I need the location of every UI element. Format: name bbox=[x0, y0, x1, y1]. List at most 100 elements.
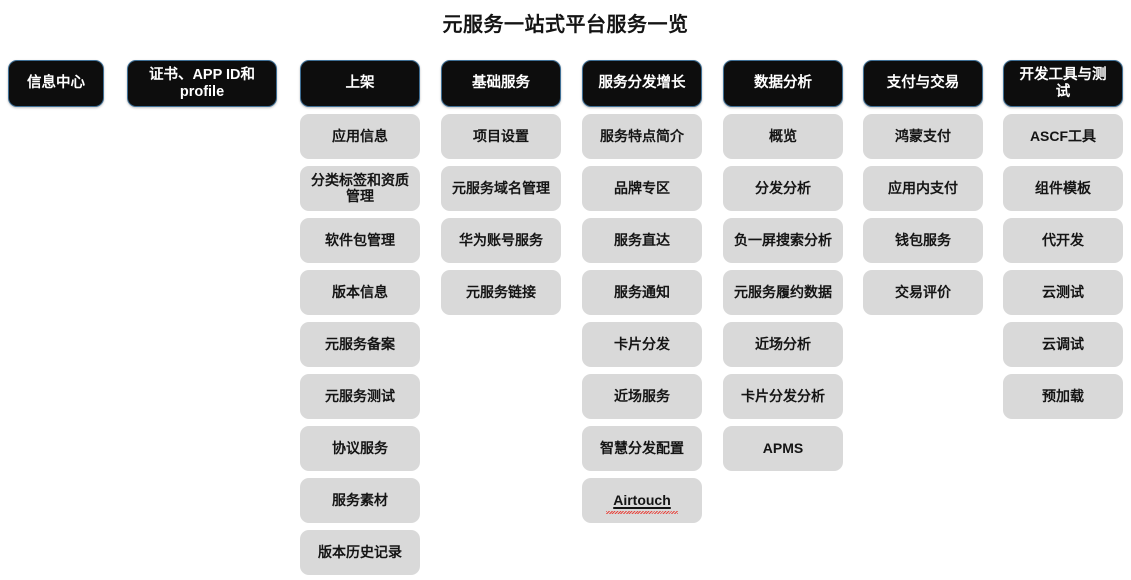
category-column: 开发工具与测试 ASCF工具组件模板代开发云测试云调试预加载 bbox=[1003, 60, 1123, 419]
service-item[interactable]: 版本信息 bbox=[300, 270, 420, 315]
category-header-label: 上架 bbox=[345, 75, 375, 92]
service-item[interactable]: 元服务链接 bbox=[441, 270, 561, 315]
service-item[interactable]: 元服务履约数据 bbox=[723, 270, 843, 315]
service-item-label: 元服务测试 bbox=[325, 387, 395, 404]
category-header-label: 数据分析 bbox=[754, 75, 812, 92]
service-item-label: 云调试 bbox=[1042, 335, 1084, 352]
service-item[interactable]: 分类标签和资质管理 bbox=[300, 166, 420, 211]
service-item-label: 服务素材 bbox=[332, 491, 388, 508]
category-column: 支付与交易鸿蒙支付应用内支付钱包服务交易评价 bbox=[863, 60, 983, 315]
service-item[interactable]: 服务素材 bbox=[300, 478, 420, 523]
service-item-label: 应用信息 bbox=[332, 127, 388, 144]
header-line: 试 bbox=[1055, 83, 1071, 100]
service-item[interactable]: 协议服务 bbox=[300, 426, 420, 471]
category-header-4[interactable]: 基础服务 bbox=[441, 60, 561, 107]
service-item[interactable]: 组件模板 bbox=[1003, 166, 1123, 211]
service-item-label: 元服务履约数据 bbox=[734, 283, 832, 300]
service-item-label: 钱包服务 bbox=[895, 231, 951, 248]
service-item[interactable]: 预加载 bbox=[1003, 374, 1123, 419]
category-header-label: 服务分发增长 bbox=[598, 75, 686, 92]
service-item[interactable]: 负一屏搜索分析 bbox=[723, 218, 843, 263]
category-header-5[interactable]: 服务分发增长 bbox=[582, 60, 702, 107]
service-item[interactable]: ASCF工具 bbox=[1003, 114, 1123, 159]
service-item-label: 负一屏搜索分析 bbox=[734, 231, 832, 248]
service-item-label: Airtouch bbox=[587, 492, 697, 509]
category-header-6[interactable]: 数据分析 bbox=[723, 60, 843, 107]
service-item-label: 版本信息 bbox=[332, 283, 388, 300]
service-item-label: 元服务域名管理 bbox=[452, 179, 550, 196]
service-item[interactable]: 代开发 bbox=[1003, 218, 1123, 263]
service-item-label: 近场服务 bbox=[614, 387, 670, 404]
service-item[interactable]: 华为账号服务 bbox=[441, 218, 561, 263]
service-item-label: 协议服务 bbox=[332, 439, 388, 456]
service-item[interactable]: 版本历史记录 bbox=[300, 530, 420, 575]
category-column: 服务分发增长服务特点简介品牌专区服务直达服务通知卡片分发近场服务智慧分发配置 Ai… bbox=[582, 60, 702, 523]
service-item-label: 组件模板 bbox=[1035, 179, 1091, 196]
service-item-label: 概览 bbox=[769, 127, 797, 144]
service-item-label: 交易评价 bbox=[895, 283, 951, 300]
service-item[interactable]: 智慧分发配置 bbox=[582, 426, 702, 471]
service-item[interactable]: 卡片分发 bbox=[582, 322, 702, 367]
service-item-label: 分类标签和资质管理 bbox=[311, 171, 409, 204]
service-item-label: 服务特点简介 bbox=[600, 127, 684, 144]
service-item[interactable]: 卡片分发分析 bbox=[723, 374, 843, 419]
category-column: 数据分析概览分发分析负一屏搜索分析元服务履约数据近场分析卡片分发分析 APMS bbox=[723, 60, 843, 471]
service-item-label: 元服务链接 bbox=[466, 283, 536, 300]
service-item-label: 卡片分发 bbox=[614, 335, 670, 352]
service-item[interactable]: 鸿蒙支付 bbox=[863, 114, 983, 159]
service-item-label: 品牌专区 bbox=[614, 179, 670, 196]
service-item-label: 项目设置 bbox=[473, 127, 529, 144]
service-item[interactable]: 交易评价 bbox=[863, 270, 983, 315]
service-item-label: 卡片分发分析 bbox=[741, 387, 825, 404]
service-item[interactable]: 云测试 bbox=[1003, 270, 1123, 315]
service-item-label: 预加载 bbox=[1042, 387, 1084, 404]
service-item[interactable]: 近场分析 bbox=[723, 322, 843, 367]
service-item-label: 华为账号服务 bbox=[459, 231, 543, 248]
category-header-label: 开发工具与测试 bbox=[1008, 67, 1118, 99]
category-column: 信息中心 bbox=[8, 60, 104, 107]
service-item[interactable]: 品牌专区 bbox=[582, 166, 702, 211]
category-header-label: 信息中心 bbox=[27, 75, 85, 92]
service-item-label: 分发分析 bbox=[755, 179, 811, 196]
service-item[interactable]: 近场服务 bbox=[582, 374, 702, 419]
category-column: 上架应用信息分类标签和资质管理软件包管理版本信息元服务备案元服务测试协议服务服务… bbox=[300, 60, 420, 575]
service-item[interactable]: Airtouch bbox=[582, 478, 702, 523]
service-item-label: 云测试 bbox=[1042, 283, 1084, 300]
header-line: profile bbox=[179, 83, 225, 100]
service-item[interactable]: 元服务测试 bbox=[300, 374, 420, 419]
category-header-3[interactable]: 上架 bbox=[300, 60, 420, 107]
category-header-1[interactable]: 信息中心 bbox=[8, 60, 104, 107]
service-item[interactable]: 云调试 bbox=[1003, 322, 1123, 367]
category-header-label: 支付与交易 bbox=[886, 75, 960, 92]
service-item[interactable]: 服务特点简介 bbox=[582, 114, 702, 159]
category-header-7[interactable]: 支付与交易 bbox=[863, 60, 983, 107]
service-item-label: 近场分析 bbox=[755, 335, 811, 352]
service-item[interactable]: 服务直达 bbox=[582, 218, 702, 263]
service-item-label: 鸿蒙支付 bbox=[895, 127, 951, 144]
service-item-label: 软件包管理 bbox=[325, 231, 395, 248]
category-header-8[interactable]: 开发工具与测试 bbox=[1003, 60, 1123, 107]
service-item[interactable]: 钱包服务 bbox=[863, 218, 983, 263]
service-item[interactable]: 分发分析 bbox=[723, 166, 843, 211]
service-item-label: APMS bbox=[762, 439, 804, 456]
category-header-label: 基础服务 bbox=[472, 75, 530, 92]
service-item-label: 服务直达 bbox=[614, 231, 670, 248]
service-item-label: 应用内支付 bbox=[888, 179, 958, 196]
header-line: 开发工具与测 bbox=[1019, 67, 1107, 84]
service-item[interactable]: 元服务域名管理 bbox=[441, 166, 561, 211]
service-item[interactable]: 元服务备案 bbox=[300, 322, 420, 367]
service-item[interactable]: APMS bbox=[723, 426, 843, 471]
service-item[interactable]: 应用信息 bbox=[300, 114, 420, 159]
service-item[interactable]: 应用内支付 bbox=[863, 166, 983, 211]
service-item-label: 元服务备案 bbox=[325, 335, 395, 352]
service-item-label: 代开发 bbox=[1042, 231, 1084, 248]
service-item[interactable]: 项目设置 bbox=[441, 114, 561, 159]
service-item[interactable]: 服务通知 bbox=[582, 270, 702, 315]
service-item-label: ASCF工具 bbox=[1029, 127, 1097, 144]
service-item[interactable]: 概览 bbox=[723, 114, 843, 159]
service-item[interactable]: 软件包管理 bbox=[300, 218, 420, 263]
